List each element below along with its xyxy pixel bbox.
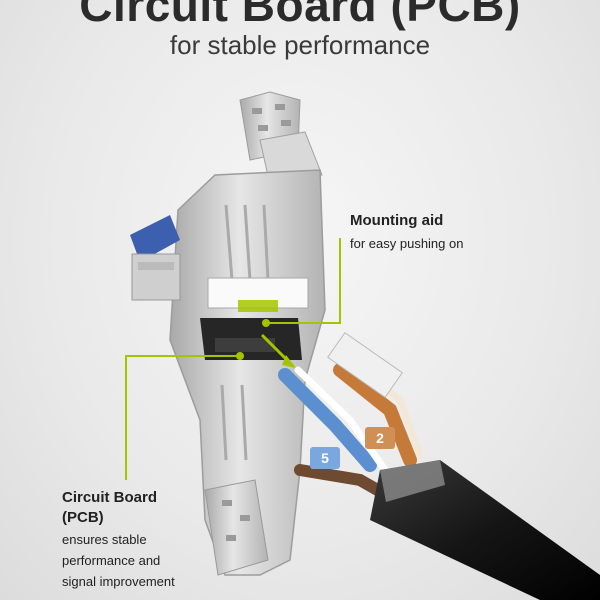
circuit-board-callout: Circuit Board (PCB) ensures stable perfo… <box>62 488 175 591</box>
cable-wires <box>278 331 424 506</box>
housing-ribs <box>220 204 270 461</box>
mounting-aid-callout: Mounting aid for easy pushing on <box>350 212 463 253</box>
headline-subtitle: for stable performance <box>169 30 431 60</box>
mounting-aid-description: for easy pushing on <box>350 236 464 251</box>
blue-contacts <box>130 215 181 301</box>
circuit-board <box>200 277 309 360</box>
headline-title: Circuit Board (PCB) <box>79 0 521 31</box>
circuit-board-title-line2: (PCB) <box>62 509 104 526</box>
connector-housing <box>169 169 326 576</box>
wire-tags: 5 2 <box>310 427 395 469</box>
wire-number-2: 2 <box>376 430 384 446</box>
circuit-board-description-line2: performance and <box>62 553 161 568</box>
strain-relief-bottom <box>204 479 269 576</box>
wire-number-5: 5 <box>321 450 329 466</box>
cable-jacket <box>370 460 600 600</box>
circuit-board-title-line1: Circuit Board <box>62 489 158 506</box>
circuit-board-description-line1: ensures stable <box>62 532 147 547</box>
mounting-aid-title: Mounting aid <box>350 212 444 229</box>
pcb-leader <box>125 352 244 480</box>
mounting-aid-leader <box>260 238 341 368</box>
circuit-board-description-line3: signal improvement <box>62 574 175 589</box>
